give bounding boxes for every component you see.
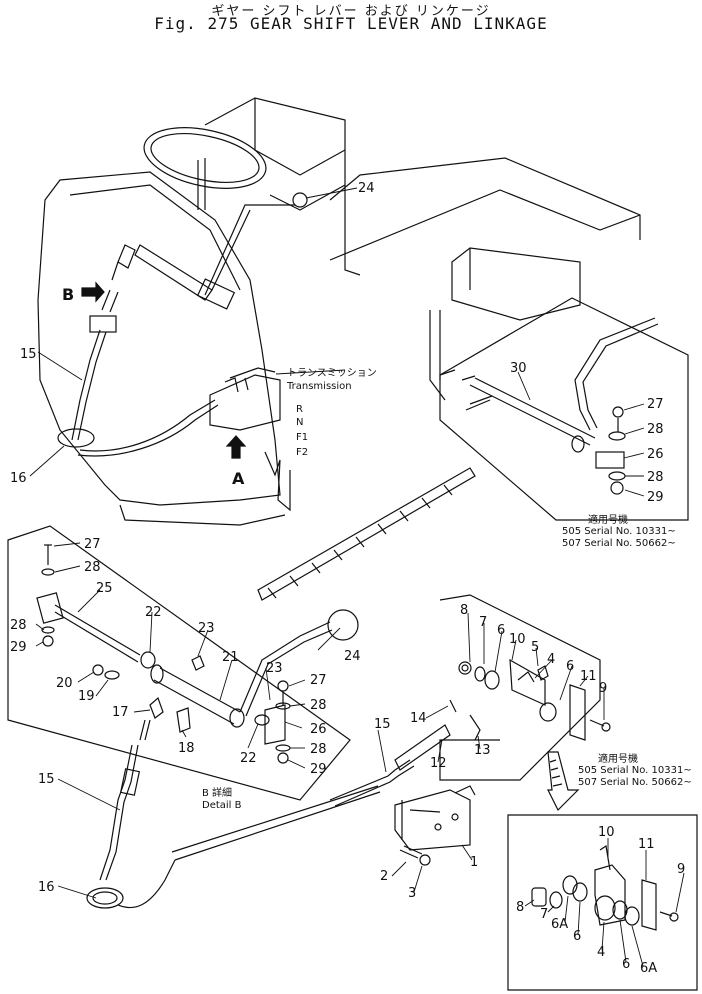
callout-5: 5 — [531, 640, 539, 655]
callout-23: 23 — [266, 661, 283, 676]
callout-labels: 24 15 16 30 27 28 26 28 29 27 28 25 22 2… — [10, 181, 685, 976]
callout-26: 26 — [310, 722, 327, 737]
serial-note-lower-line2: 507 Serial No. 50662~ — [578, 777, 692, 788]
callout-4: 4 — [547, 652, 555, 667]
callout-28: 28 — [84, 560, 101, 575]
serial-note-upper-line1: 505 Serial No. 10331~ — [562, 526, 676, 537]
callout-30: 30 — [510, 361, 527, 376]
serial-note-upper-jp: 適用号機 — [588, 513, 628, 526]
transmission-label: Transmission — [286, 381, 352, 392]
callout-6: 6 — [573, 929, 581, 944]
transmission-label-jp: トランスミッション — [287, 367, 377, 379]
upper-lever-assembly — [57, 192, 308, 512]
gear-position-f1: F1 — [296, 432, 308, 443]
callout-10: 10 — [598, 825, 615, 840]
callout-6: 6 — [566, 659, 574, 674]
linkage-parts-center — [394, 594, 611, 866]
callout-22: 22 — [240, 751, 257, 766]
serial-note-lower-jp: 適用号機 — [598, 752, 638, 765]
figure-title: Fig. 275 GEAR SHIFT LEVER AND LINKAGE — [154, 14, 548, 33]
serial-note-lower-line1: 505 Serial No. 10331~ — [578, 765, 692, 776]
title-japanese: ギヤー シフト レバー および リンケージ — [211, 4, 491, 19]
callout-15: 15 — [20, 347, 37, 362]
callout-28: 28 — [647, 422, 664, 437]
callout-6: 6 — [622, 957, 630, 972]
callout-11: 11 — [580, 669, 597, 684]
callout-8: 8 — [516, 900, 524, 915]
callout-21: 21 — [222, 650, 239, 665]
callout-7: 7 — [540, 907, 548, 922]
callout-18: 18 — [178, 741, 195, 756]
detail-b-label: Detail B — [202, 800, 242, 811]
detail-b-parts — [36, 544, 359, 909]
callout-9: 9 — [599, 681, 607, 696]
inset-upper-right — [439, 297, 689, 521]
callout-9: 9 — [677, 862, 685, 877]
callout-29: 29 — [10, 640, 27, 655]
callout-26: 26 — [647, 447, 664, 462]
annotation-labels: トランスミッション Transmission R N F1 F2 B A B 詳… — [62, 285, 692, 811]
serial-note-upper-line2: 507 Serial No. 50662~ — [562, 538, 676, 549]
callout-6: 6 — [497, 623, 505, 638]
callout-25: 25 — [96, 581, 113, 596]
callout-20: 20 — [56, 676, 73, 691]
inset-lower-right — [507, 814, 698, 991]
callout-8: 8 — [460, 603, 468, 618]
machine-body-outline — [37, 97, 641, 601]
callout-6A: 6A — [551, 917, 568, 932]
callout-27: 27 — [647, 397, 664, 412]
callout-6A: 6A — [640, 961, 657, 976]
hatched-arrow-down — [547, 751, 580, 812]
callout-28: 28 — [647, 470, 664, 485]
callout-24: 24 — [344, 649, 361, 664]
leader-lines — [29, 187, 685, 967]
callout-28: 28 — [10, 618, 27, 633]
callout-24: 24 — [358, 181, 375, 196]
callout-12: 12 — [430, 756, 447, 771]
detail-b-label-jp: B 詳細 — [202, 786, 232, 799]
callout-22: 22 — [145, 605, 162, 620]
detail-b-frame — [7, 525, 351, 801]
callout-29: 29 — [310, 762, 327, 777]
callout-10: 10 — [509, 632, 526, 647]
callout-15: 15 — [38, 772, 55, 787]
gear-position-n: N — [296, 417, 303, 428]
view-arrows — [81, 281, 247, 459]
callout-3: 3 — [408, 886, 416, 901]
callout-16: 16 — [10, 471, 27, 486]
gear-position-r: R — [296, 404, 303, 415]
callout-16: 16 — [38, 880, 55, 895]
callout-13: 13 — [474, 743, 491, 758]
view-marker-a: A — [232, 469, 245, 488]
cable-15 — [171, 724, 451, 861]
callout-14: 14 — [410, 711, 427, 726]
callout-17: 17 — [112, 705, 129, 720]
callout-15: 15 — [374, 717, 391, 732]
callout-28: 28 — [310, 698, 327, 713]
callout-27: 27 — [84, 537, 101, 552]
callout-27: 27 — [310, 673, 327, 688]
callout-4: 4 — [597, 945, 605, 960]
callout-23: 23 — [198, 621, 215, 636]
callout-1: 1 — [470, 855, 478, 870]
callout-2: 2 — [380, 869, 388, 884]
callout-19: 19 — [78, 689, 95, 704]
gear-position-f2: F2 — [296, 447, 308, 458]
callout-11: 11 — [638, 837, 655, 852]
callout-29: 29 — [647, 490, 664, 505]
callout-7: 7 — [479, 615, 487, 630]
callout-28: 28 — [310, 742, 327, 757]
view-marker-b: B — [62, 285, 74, 304]
